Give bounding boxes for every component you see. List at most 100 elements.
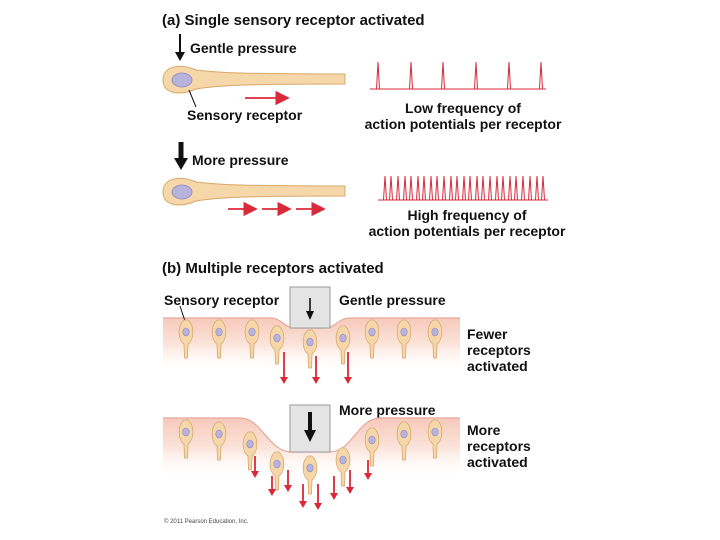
receptor-cell xyxy=(302,329,318,369)
receptor-body xyxy=(427,319,443,359)
nucleus-icon xyxy=(368,435,376,445)
gentle-pressure-label: Gentle pressure xyxy=(190,40,297,56)
receptor-body xyxy=(211,319,227,359)
fewer-line3: activated xyxy=(467,358,528,374)
section-a-title: (a) Single sensory receptor activated xyxy=(162,12,425,29)
spike xyxy=(422,175,426,201)
nucleus-icon xyxy=(248,327,256,337)
low-frequency-line1: Low frequency of xyxy=(405,100,521,116)
receptor-cell xyxy=(427,319,443,359)
spike xyxy=(441,61,445,90)
receptor-cell xyxy=(269,325,285,365)
receptor-row-gentle xyxy=(178,319,443,384)
receptor-body xyxy=(335,325,351,365)
spike xyxy=(539,61,543,90)
receptor-cell xyxy=(396,421,412,461)
receptor-body xyxy=(396,421,412,461)
sensory-receptor-label: Sensory receptor xyxy=(187,107,303,123)
receptor-cell xyxy=(364,319,380,359)
receptor-cell xyxy=(178,419,194,459)
section-b-title: (b) Multiple receptors activated xyxy=(162,260,384,277)
receptor-row-more xyxy=(178,419,443,510)
copyright-notice: © 2011 Pearson Education, Inc. xyxy=(164,519,249,525)
receptor-body xyxy=(178,319,194,359)
spike xyxy=(501,175,505,201)
more-pressure-arrow xyxy=(304,430,316,442)
signal-arrowhead xyxy=(284,485,292,492)
nucleus-icon xyxy=(306,337,314,347)
more-line3: activated xyxy=(467,454,528,470)
spike xyxy=(416,175,420,201)
nucleus-icon xyxy=(368,327,376,337)
receptor-body xyxy=(302,329,318,369)
high-frequency-line1: High frequency of xyxy=(407,207,527,223)
nucleus-icon xyxy=(400,429,408,439)
spike xyxy=(429,175,433,201)
signal-arrowhead xyxy=(344,377,352,384)
receptor-cell xyxy=(269,451,285,491)
nucleus-icon xyxy=(339,333,347,343)
receptor-body xyxy=(396,319,412,359)
b-sensory-receptor-label: Sensory receptor xyxy=(164,292,280,308)
spike xyxy=(521,175,525,201)
receptor-cell xyxy=(178,319,194,359)
receptor-body xyxy=(427,419,443,459)
receptor-cell xyxy=(211,319,227,359)
receptor-body xyxy=(244,319,260,359)
signal-arrowhead xyxy=(314,503,322,510)
receptor-body xyxy=(269,325,285,365)
spike xyxy=(462,175,466,201)
spike xyxy=(507,61,511,90)
spike xyxy=(481,175,485,201)
spike xyxy=(495,175,499,201)
receptor-cell xyxy=(396,319,412,359)
spike xyxy=(403,175,407,201)
nucleus-icon xyxy=(273,333,281,343)
spike xyxy=(475,175,479,201)
spike xyxy=(474,61,478,90)
receptor-body xyxy=(211,421,227,461)
receptor-leader-line xyxy=(188,89,197,108)
nucleus-icon xyxy=(171,184,193,200)
receptor-body xyxy=(364,427,380,467)
b-more-pressure-label: More pressure xyxy=(339,402,436,418)
receptor-cell xyxy=(244,319,260,359)
nucleus-icon xyxy=(306,463,314,473)
receptor-cell xyxy=(335,447,351,487)
low-frequency-spike-train xyxy=(370,61,546,90)
b-gentle-pressure-label: Gentle pressure xyxy=(339,292,446,308)
receptor-body xyxy=(269,451,285,491)
signal-arrowhead xyxy=(268,489,276,496)
spike xyxy=(508,175,512,201)
skin-more xyxy=(163,404,460,478)
spike xyxy=(396,175,400,201)
high-frequency-caption: High frequency of action potentials per … xyxy=(356,207,578,239)
receptor-cell xyxy=(364,427,380,467)
receptor-body xyxy=(364,319,380,359)
spike xyxy=(488,175,492,201)
spike xyxy=(442,175,446,201)
receptor-body xyxy=(302,455,318,495)
spike xyxy=(409,61,413,90)
more-line1: More xyxy=(467,422,501,438)
spike xyxy=(514,175,518,201)
receptor-cell xyxy=(302,455,318,495)
nucleus-icon xyxy=(339,455,347,465)
high-frequency-spike-train xyxy=(378,175,548,201)
more-pressure-label: More pressure xyxy=(192,152,289,168)
gentle-pressure-arrow xyxy=(306,311,314,320)
more-pressure-arrow xyxy=(174,142,188,170)
spike xyxy=(389,175,393,201)
sensory-neuron-gentle xyxy=(162,65,346,94)
nucleus-icon xyxy=(182,327,190,337)
spike xyxy=(409,175,413,201)
spike xyxy=(535,175,539,201)
nucleus-icon xyxy=(431,327,439,337)
spike xyxy=(449,175,453,201)
nucleus-icon xyxy=(215,429,223,439)
signal-arrowhead xyxy=(312,377,320,384)
more-receptors-caption: More receptors activated xyxy=(467,422,531,470)
low-frequency-caption: Low frequency of action potentials per r… xyxy=(352,100,574,132)
signal-arrowhead xyxy=(364,473,372,480)
